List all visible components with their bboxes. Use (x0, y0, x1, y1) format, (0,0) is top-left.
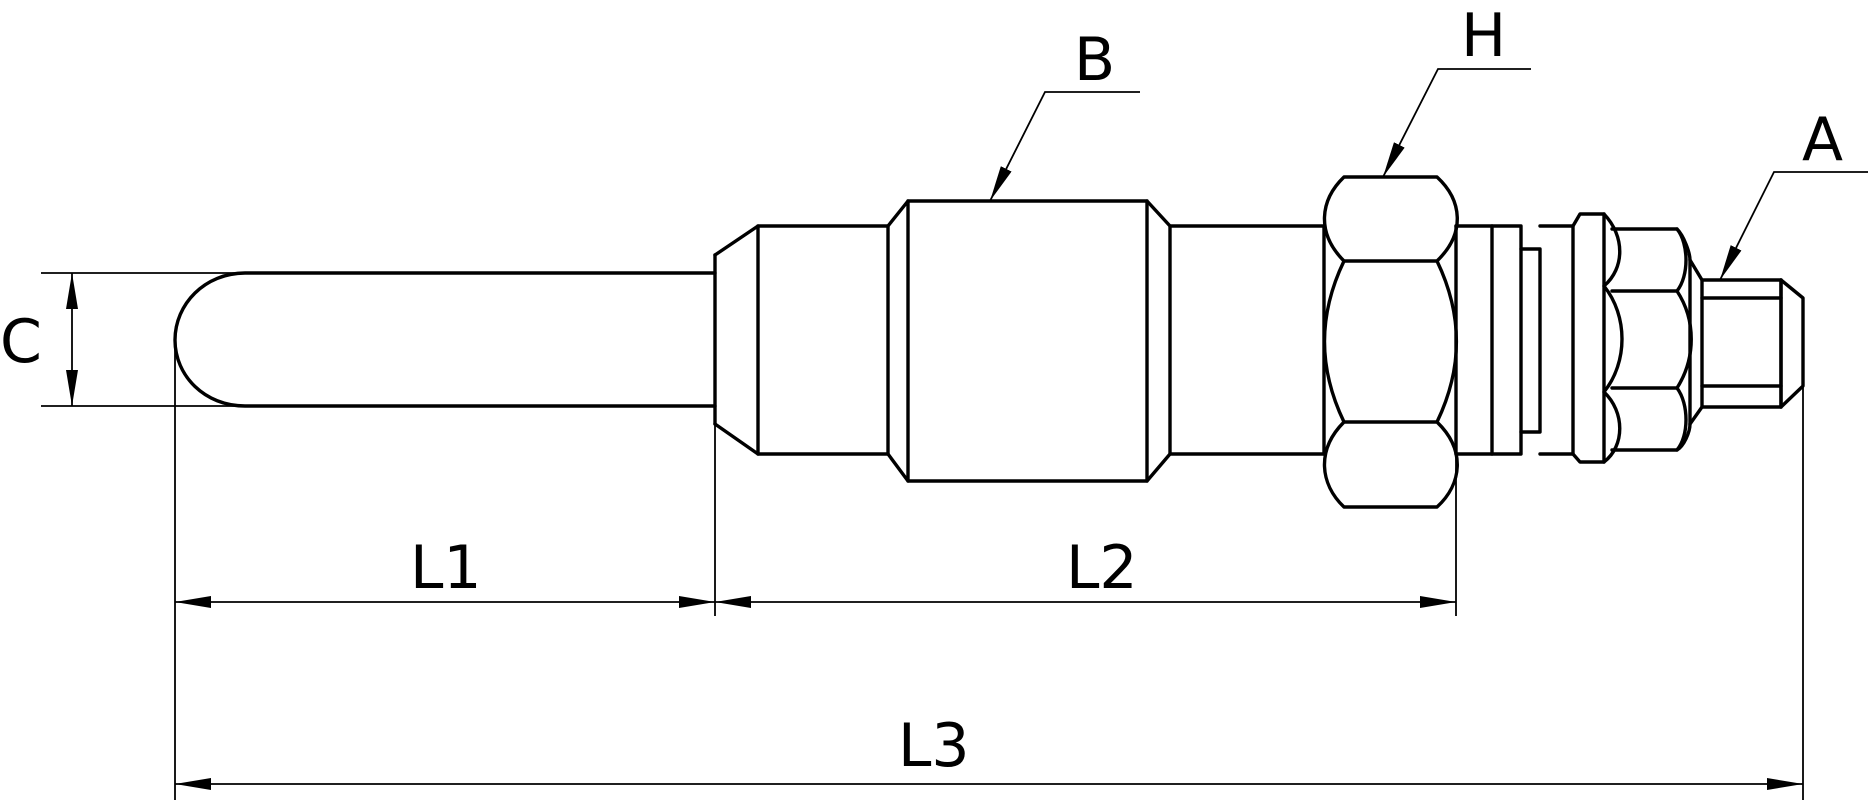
dimension-c: C (0, 272, 245, 407)
label-a: A (1802, 105, 1843, 175)
body-taper (713, 224, 760, 456)
leader-h: H (1382, 1, 1531, 178)
heater-pin (173, 271, 717, 408)
label-l2: L2 (1066, 533, 1138, 603)
label-l3: L3 (898, 711, 970, 781)
extension-lines (174, 340, 1804, 800)
label-l1: L1 (410, 533, 482, 603)
leader-b: B (989, 25, 1140, 202)
body-section-2 (1168, 224, 1326, 456)
hex-nut-h (1322, 175, 1459, 509)
dimension-l2: L2 (715, 533, 1456, 608)
label-c: C (0, 307, 42, 377)
collar (1454, 212, 1624, 464)
leader-a: A (1719, 105, 1868, 281)
main-body-b (886, 199, 1172, 483)
body-section-1 (756, 224, 890, 456)
label-b: B (1074, 25, 1115, 95)
terminal-nut (1610, 227, 1693, 452)
label-h: H (1461, 1, 1506, 71)
dimension-l1: L1 (175, 533, 715, 608)
dimension-l3: L3 (175, 711, 1803, 790)
terminal-stud-a (1688, 258, 1805, 426)
